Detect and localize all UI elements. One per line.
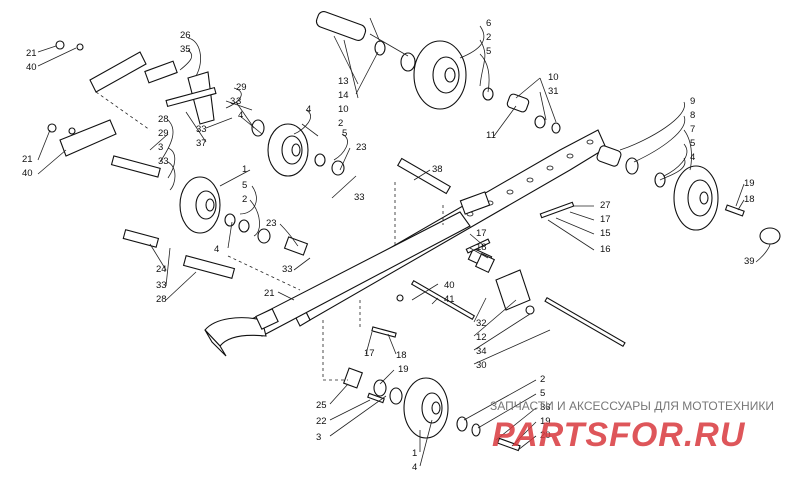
callout-33: 33 <box>158 156 169 167</box>
callout-37: 37 <box>196 138 207 149</box>
callout-4: 4 <box>238 110 243 121</box>
callout-27: 27 <box>600 200 611 211</box>
callout-18: 18 <box>476 242 487 253</box>
callout-31: 31 <box>548 86 559 97</box>
callout-2: 2 <box>540 374 545 385</box>
callout-33: 33 <box>354 192 365 203</box>
callout-7: 7 <box>690 124 695 135</box>
callout-26: 26 <box>180 30 191 41</box>
watermark-caption: ЗАПЧАСТИ И АКСЕССУАРЫ ДЛЯ МОТОТЕХНИКИ <box>490 399 774 413</box>
callout-21: 21 <box>26 48 37 59</box>
callout-4: 4 <box>412 462 417 473</box>
callout-21: 21 <box>22 154 33 165</box>
callout-23: 23 <box>356 142 367 153</box>
idler-wheel-top <box>315 11 561 134</box>
callout-10: 10 <box>548 72 559 83</box>
callout-33: 33 <box>196 124 207 135</box>
callout-14: 14 <box>338 90 349 101</box>
callout-3: 3 <box>158 142 163 153</box>
callout-38: 38 <box>432 164 443 175</box>
slide-rail-lower <box>204 211 471 357</box>
callout-20: 20 <box>540 430 551 441</box>
callout-5: 5 <box>242 180 247 191</box>
callout-5: 5 <box>486 46 491 57</box>
callout-19: 19 <box>398 364 409 375</box>
callout-6: 6 <box>486 18 491 29</box>
callout-11: 11 <box>486 130 496 141</box>
callout-22: 22 <box>316 416 327 427</box>
callout-30: 30 <box>476 360 487 371</box>
callout-33: 33 <box>282 264 293 275</box>
callout-16: 16 <box>600 244 611 255</box>
idler-wheel-left <box>179 176 309 256</box>
callout-28: 28 <box>156 294 167 305</box>
callout-34: 34 <box>476 346 487 357</box>
callout-18: 18 <box>744 194 755 205</box>
callout-35: 35 <box>180 44 191 55</box>
callout-19: 19 <box>540 416 551 427</box>
callout-36: 36 <box>540 402 551 413</box>
callout-8: 8 <box>690 110 695 121</box>
callout-2: 2 <box>242 194 247 205</box>
idler-wheel-bottom <box>342 367 521 452</box>
callout-32: 32 <box>476 318 487 329</box>
callout-5: 5 <box>342 128 347 139</box>
callout-5: 5 <box>540 388 545 399</box>
callout-21: 21 <box>264 288 275 299</box>
leader-lines <box>37 17 771 467</box>
callout-40: 40 <box>22 168 33 179</box>
callout-3: 3 <box>230 96 235 107</box>
callout-4: 4 <box>306 104 311 115</box>
assembly-lines <box>95 91 444 381</box>
callout-18: 18 <box>396 350 407 361</box>
callout-10: 10 <box>338 104 349 115</box>
callout-17: 17 <box>600 214 611 225</box>
callout-13: 13 <box>338 76 349 87</box>
callout-33: 33 <box>156 280 167 291</box>
callout-1: 1 <box>242 164 247 175</box>
callout-40: 40 <box>444 280 455 291</box>
upper-arm-bracket <box>47 40 217 178</box>
idler-wheel-right <box>596 145 781 245</box>
callout-3: 3 <box>236 96 241 107</box>
callout-39: 39 <box>744 256 755 267</box>
callout-9: 9 <box>690 96 695 107</box>
watermark-logo: PARTSFOR.RU <box>492 416 746 454</box>
callout-40: 40 <box>26 62 37 73</box>
callout-5: 5 <box>690 138 695 149</box>
callout-29: 29 <box>236 82 247 93</box>
callout-17: 17 <box>476 228 487 239</box>
callout-1: 1 <box>412 448 417 459</box>
callout-29: 29 <box>158 128 169 139</box>
callout-25: 25 <box>316 400 327 411</box>
shafts-and-bolts <box>122 157 626 347</box>
callout-4: 4 <box>690 152 695 163</box>
callout-17: 17 <box>364 348 375 359</box>
idler-wheel-upper-left <box>251 119 345 177</box>
callout-23: 23 <box>266 218 277 229</box>
callout-41: 41 <box>444 294 455 305</box>
callout-3: 3 <box>316 432 321 443</box>
callout-19: 19 <box>744 178 755 189</box>
callout-12: 12 <box>476 332 487 343</box>
callout-28: 28 <box>158 114 169 125</box>
callout-15: 15 <box>600 228 611 239</box>
callout-4: 4 <box>214 244 219 255</box>
watermark: ЗАПЧАСТИ И АКСЕССУАРЫ ДЛЯ МОТОТЕХНИКИ PA… <box>490 399 774 454</box>
callout-2: 2 <box>486 32 491 43</box>
callout-24: 24 <box>156 264 167 275</box>
callout-2: 2 <box>338 118 343 129</box>
